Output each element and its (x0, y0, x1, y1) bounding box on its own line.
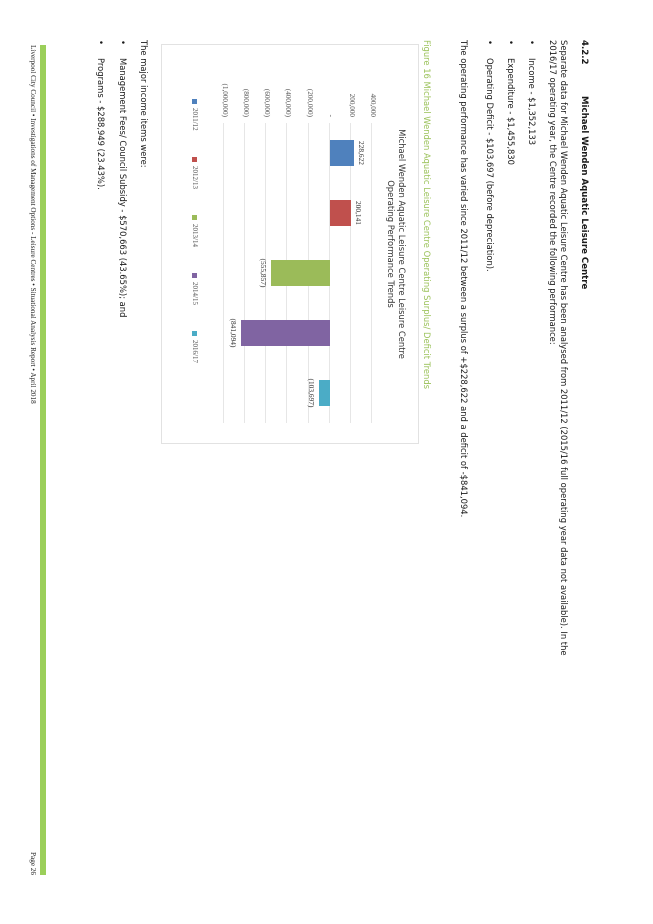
y-tick-label: (600,000) (263, 88, 272, 117)
intro-line-2: 2016/17 operating year, the Centre recor… (548, 40, 558, 345)
bullet-icon: • (485, 40, 495, 45)
bar-2016/17 (318, 380, 330, 406)
y-tick-label: (1,000,000) (221, 83, 229, 117)
y-tick-label: (400,000) (284, 88, 293, 117)
bullet-icon: • (527, 40, 537, 45)
legend-label: 2013/14 (191, 224, 199, 247)
y-tick-label: (800,000) (242, 88, 251, 117)
chart-title-line-2: Operating Performance Trends (386, 180, 396, 308)
bar-2012/13 (329, 200, 351, 226)
bar-2014/15 (240, 320, 330, 346)
y-tick-label: (200,000) (305, 88, 314, 117)
performance-item-text: Expenditure - $1,455,830 (506, 58, 516, 165)
data-label: (555,857) (258, 258, 268, 288)
performance-item: • Expenditure - $1,455,830 (506, 40, 516, 165)
trend-sentence: The operating performance has varied sin… (459, 40, 469, 518)
legend-item: 2013/14 (191, 215, 199, 247)
performance-item: • Income - $1,352,133 (527, 40, 537, 145)
gridline (244, 123, 246, 423)
figure-caption: Figure 16 Michael Wenden Aquatic Leisure… (422, 40, 432, 390)
bar-2011/12 (329, 140, 354, 166)
income-item-text: Management Fees/ Council Subsidy - $570,… (118, 58, 128, 318)
legend-item: 2014/15 (191, 273, 199, 305)
data-label: (103,697) (306, 378, 316, 408)
legend-label: 2011/12 (191, 108, 199, 131)
performance-item-text: Operating Deficit - $103,697 (before dep… (485, 58, 495, 272)
footer-text: Liverpool City Council • Investigations … (29, 45, 37, 404)
bullet-icon: • (118, 40, 128, 45)
section-title: Michael Wenden Aquatic Leisure Centre (579, 96, 589, 290)
gridline (223, 123, 224, 423)
y-tick-label: 200,000 (347, 93, 356, 117)
legend-item: 2016/17 (191, 331, 199, 363)
legend-label: 2014/15 (191, 282, 199, 305)
legend-swatch (192, 157, 198, 162)
income-item-text: Programs - $288,949 (23.43%). (96, 58, 106, 190)
legend-swatch (192, 99, 198, 104)
section-heading: 4.2.2Michael Wenden Aquatic Leisure Cent… (579, 40, 589, 289)
legend-label: 2016/17 (191, 340, 199, 363)
bullet-icon: • (506, 40, 516, 45)
gridline (349, 123, 351, 423)
gridline (371, 123, 372, 423)
footer-accent-bar (40, 45, 46, 875)
page-number: Page 26 (29, 852, 37, 875)
legend-label: 2012/13 (191, 166, 199, 189)
legend-swatch (192, 331, 198, 336)
section-number: 4.2.2 (579, 40, 589, 65)
bar-2013/14 (270, 260, 330, 286)
income-item: • Management Fees/ Council Subsidy - $570… (118, 40, 128, 317)
chart-title-line-1: Michael Wenden Aquatic Leisure Centre Le… (397, 129, 407, 359)
y-tick-label: 400,000 (369, 93, 377, 117)
legend-item: 2011/12 (191, 99, 199, 131)
y-tick-label: - (326, 114, 335, 117)
data-label: 228,622 (356, 140, 366, 166)
legend-swatch (192, 273, 198, 278)
income-heading: The major income items were: (139, 40, 149, 168)
data-label: (841,094) (228, 318, 238, 348)
legend-swatch (192, 215, 198, 220)
performance-item-text: Income - $1,352,133 (527, 58, 537, 146)
bullet-icon: • (96, 40, 106, 45)
data-label: 200,141 (353, 200, 363, 226)
performance-item: • Operating Deficit - $103,697 (before de… (485, 40, 495, 272)
operating-performance-chart: Michael Wenden Aquatic Leisure Centre Le… (161, 44, 419, 444)
income-item: • Programs - $288,949 (23.43%). (96, 40, 106, 190)
intro-line-1: Separate data for Michael Wenden Aquatic… (559, 40, 569, 656)
legend-item: 2012/13 (191, 157, 199, 189)
